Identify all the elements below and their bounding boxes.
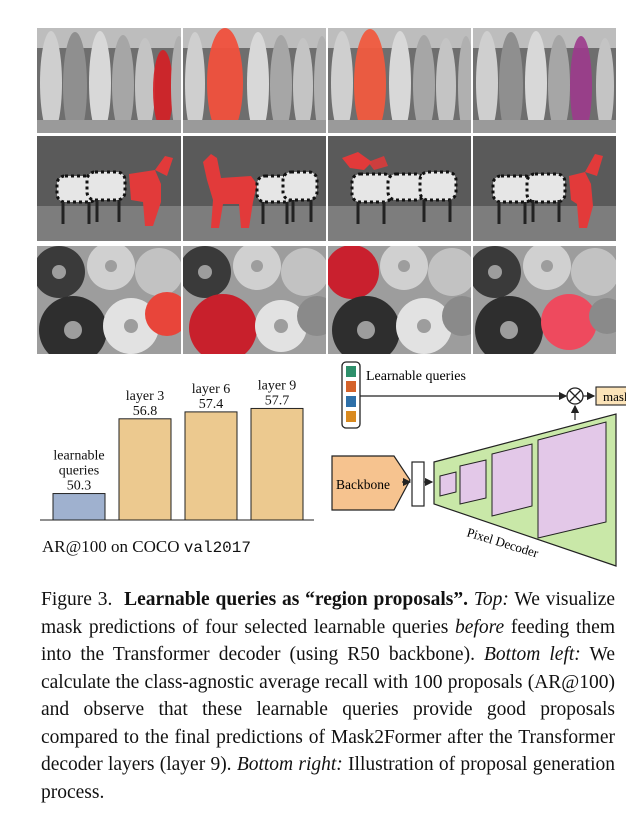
bar-value-label-1: 50.3 bbox=[67, 479, 92, 494]
bottom-right-label: Bottom right: bbox=[236, 754, 343, 775]
bar-category-label-4: layer 9 bbox=[258, 378, 296, 393]
learnable-queries-stack bbox=[341, 361, 361, 429]
figure-caption: Figure 3. Learnable queries as “region p… bbox=[41, 586, 615, 806]
bar-4 bbox=[250, 407, 304, 521]
surfboards-query-3-image bbox=[328, 28, 471, 133]
figure-number: Figure 3. bbox=[41, 589, 113, 610]
donuts-query-4-image bbox=[473, 246, 616, 354]
feature-map-2 bbox=[459, 459, 487, 505]
donuts-query-2-image bbox=[183, 246, 326, 354]
bottom-right-text: Illustration of proposal generation proc… bbox=[41, 754, 616, 803]
bar-category-label-1: learnable bbox=[53, 449, 104, 464]
multiply-node bbox=[566, 387, 584, 405]
top-text-1: We visualize mask predictions of four se… bbox=[41, 589, 616, 638]
bar-category-label-2: layer 3 bbox=[126, 389, 164, 404]
diagram-canvas: Learnable queries mask Backbone Pixel De… bbox=[331, 361, 633, 567]
zebras-query-2-image bbox=[183, 136, 326, 241]
bar-category-label-3: layer 6 bbox=[192, 382, 230, 397]
zebras-query-1-image bbox=[37, 136, 181, 241]
chart-caption-text: AR@100 on COCO bbox=[42, 537, 184, 556]
feature-map-4 bbox=[537, 421, 607, 539]
donuts-query-1-image bbox=[37, 246, 181, 354]
backbone-block bbox=[331, 455, 411, 511]
zebras-query-4-image bbox=[473, 136, 616, 241]
surfboards-query-2-image bbox=[183, 28, 326, 133]
mask-output-box bbox=[595, 386, 633, 406]
query-token-2 bbox=[346, 381, 356, 392]
bar-value-label-2: 56.8 bbox=[133, 404, 158, 419]
feature-column bbox=[411, 461, 425, 507]
chart-caption-dataset: val2017 bbox=[183, 539, 251, 557]
bar-category-label-1: queries bbox=[59, 464, 99, 479]
feature-map-3 bbox=[491, 443, 533, 517]
bar-2 bbox=[118, 418, 172, 521]
bar-value-label-3: 57.4 bbox=[199, 397, 224, 412]
chart-caption: AR@100 on COCO val2017 bbox=[42, 537, 251, 557]
top-before: before bbox=[455, 616, 505, 638]
bar-1 bbox=[52, 493, 106, 521]
top-text-2: feeding them into the Transformer decode… bbox=[41, 616, 615, 666]
backbone-label: Backbone bbox=[336, 477, 390, 492]
surfboards-query-4-image bbox=[473, 28, 616, 133]
bottom-left-label: Bottom left: bbox=[484, 644, 581, 665]
figure-title: Learnable queries as “region proposals”. bbox=[124, 589, 468, 610]
bottom-left-text: We calculate the class-agnostic average … bbox=[41, 644, 615, 775]
surfboards-query-1-image bbox=[37, 28, 181, 133]
feature-map-1 bbox=[439, 471, 457, 497]
query-token-4 bbox=[346, 411, 356, 422]
bar-3 bbox=[184, 411, 238, 521]
visualization-grid bbox=[37, 28, 616, 354]
zebras-query-3-image bbox=[328, 136, 471, 241]
query-token-1 bbox=[346, 366, 356, 377]
top-label: Top: bbox=[473, 589, 509, 610]
query-token-3 bbox=[346, 396, 356, 407]
bar-value-label-4: 57.7 bbox=[265, 393, 290, 408]
proposal-generation-diagram: Learnable queries mask Backbone Pixel De… bbox=[326, 358, 633, 568]
learnable-queries-label: Learnable queries bbox=[366, 369, 466, 384]
donuts-query-3-image bbox=[328, 246, 471, 354]
mask-label: mask bbox=[603, 389, 626, 404]
